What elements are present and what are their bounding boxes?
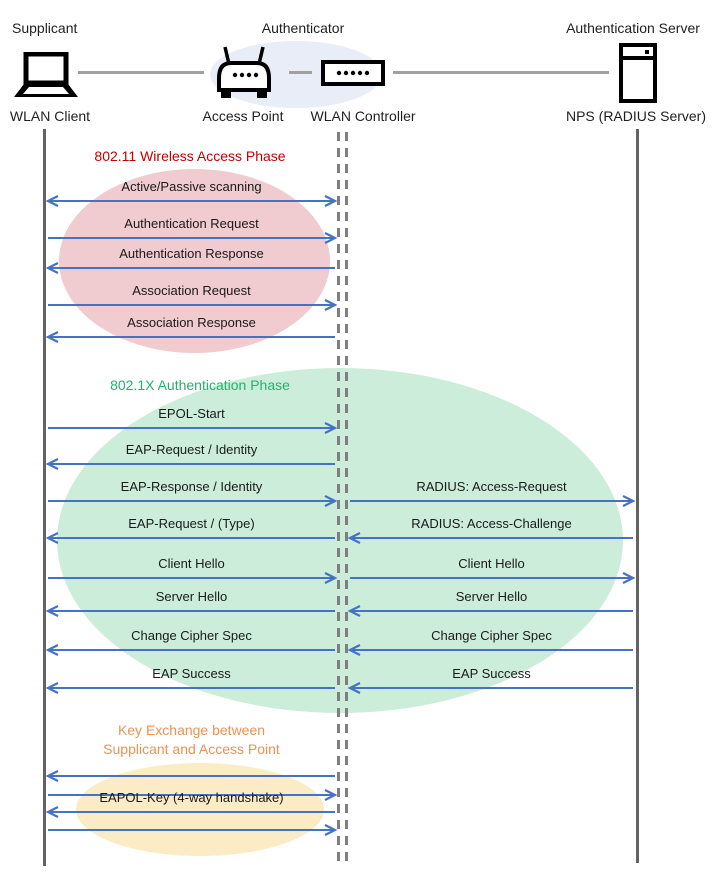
message-arrow-3: [48, 299, 338, 311]
wlan-client-label: WLAN Client: [9, 108, 91, 124]
controller-lifeline-left: [337, 132, 340, 862]
message-arrow-8: [45, 532, 335, 544]
message-label-11: Change Cipher Spec: [131, 628, 252, 643]
message-arrow-16: [48, 824, 338, 836]
message-label-19: Client Hello: [458, 556, 525, 571]
message-arrow-13: [45, 770, 335, 782]
laptop-icon: [14, 52, 78, 97]
message-label-3: Association Request: [132, 283, 251, 298]
message-arrow-15: [45, 806, 335, 818]
access-point-label: Access Point: [202, 108, 284, 124]
message-label-10: Server Hello: [155, 589, 228, 604]
auth-server-role-label: Authentication Server: [566, 20, 700, 36]
message-label-0: Active/Passive scanning: [121, 179, 262, 194]
message-arrow-6: [45, 458, 335, 470]
phase3-ellipse: [76, 763, 324, 856]
message-label-15: EAPOL-Key (4-way handshake): [99, 790, 284, 805]
message-arrow-21: [347, 644, 633, 656]
controller-lifeline-right: [345, 132, 348, 862]
message-label-22: EAP Success: [452, 666, 531, 681]
supplicant-lifeline: [43, 129, 46, 866]
message-arrow-0: [45, 195, 338, 207]
supplicant-role-label: Supplicant: [12, 20, 78, 36]
message-label-1: Authentication Request: [124, 216, 259, 231]
access-point-icon: [217, 46, 271, 98]
message-arrow-20: [347, 605, 633, 617]
message-arrow-10: [45, 605, 335, 617]
message-arrow-14: [48, 789, 338, 801]
phase2-title: 802.1X Authentication Phase: [110, 377, 290, 393]
message-arrow-11: [45, 644, 335, 656]
message-arrow-7: [48, 495, 338, 507]
phase3-title-line2: Supplicant and Access Point: [103, 741, 280, 757]
message-label-12: EAP Success: [152, 666, 231, 681]
phase3-title-line1: Key Exchange between: [117, 722, 266, 738]
message-arrow-1: [48, 232, 338, 244]
message-arrow-22: [347, 682, 633, 694]
message-arrow-9: [48, 572, 338, 584]
connector-ap-controller: [289, 71, 312, 74]
phase1-title: 802.11 Wireless Access Phase: [94, 148, 286, 164]
message-arrow-18: [347, 532, 633, 544]
message-arrow-12: [45, 682, 335, 694]
server-lifeline: [636, 129, 639, 863]
phase2-ellipse: [57, 368, 623, 713]
phase1-ellipse: [59, 169, 330, 353]
message-label-7: EAP-Response / Identity: [120, 479, 263, 494]
message-label-20: Server Hello: [455, 589, 528, 604]
message-label-21: Change Cipher Spec: [431, 628, 552, 643]
message-label-9: Client Hello: [158, 556, 225, 571]
wlan-controller-icon: [321, 60, 385, 86]
connector-controller-server: [393, 71, 609, 74]
phase3-title: Key Exchange between Supplicant and Acce…: [45, 721, 338, 759]
authenticator-role-label: Authenticator: [261, 20, 345, 36]
server-icon: [619, 43, 657, 103]
message-label-5: EPOL-Start: [158, 406, 225, 421]
message-arrow-2: [45, 262, 335, 274]
message-label-17: RADIUS: Access-Request: [416, 479, 567, 494]
connector-client-ap: [78, 71, 204, 74]
message-label-8: EAP-Request / (Type): [128, 516, 255, 531]
message-arrow-4: [45, 331, 335, 343]
message-arrow-17: [350, 495, 636, 507]
message-label-2: Authentication Response: [119, 246, 264, 261]
message-arrow-5: [48, 422, 338, 434]
message-label-6: EAP-Request / Identity: [125, 442, 258, 457]
message-label-4: Association Response: [127, 315, 256, 330]
nps-radius-server-label: NPS (RADIUS Server): [565, 108, 707, 124]
wlan-controller-label: WLAN Controller: [310, 108, 416, 124]
message-arrow-19: [350, 572, 636, 584]
message-label-18: RADIUS: Access-Challenge: [411, 516, 572, 531]
